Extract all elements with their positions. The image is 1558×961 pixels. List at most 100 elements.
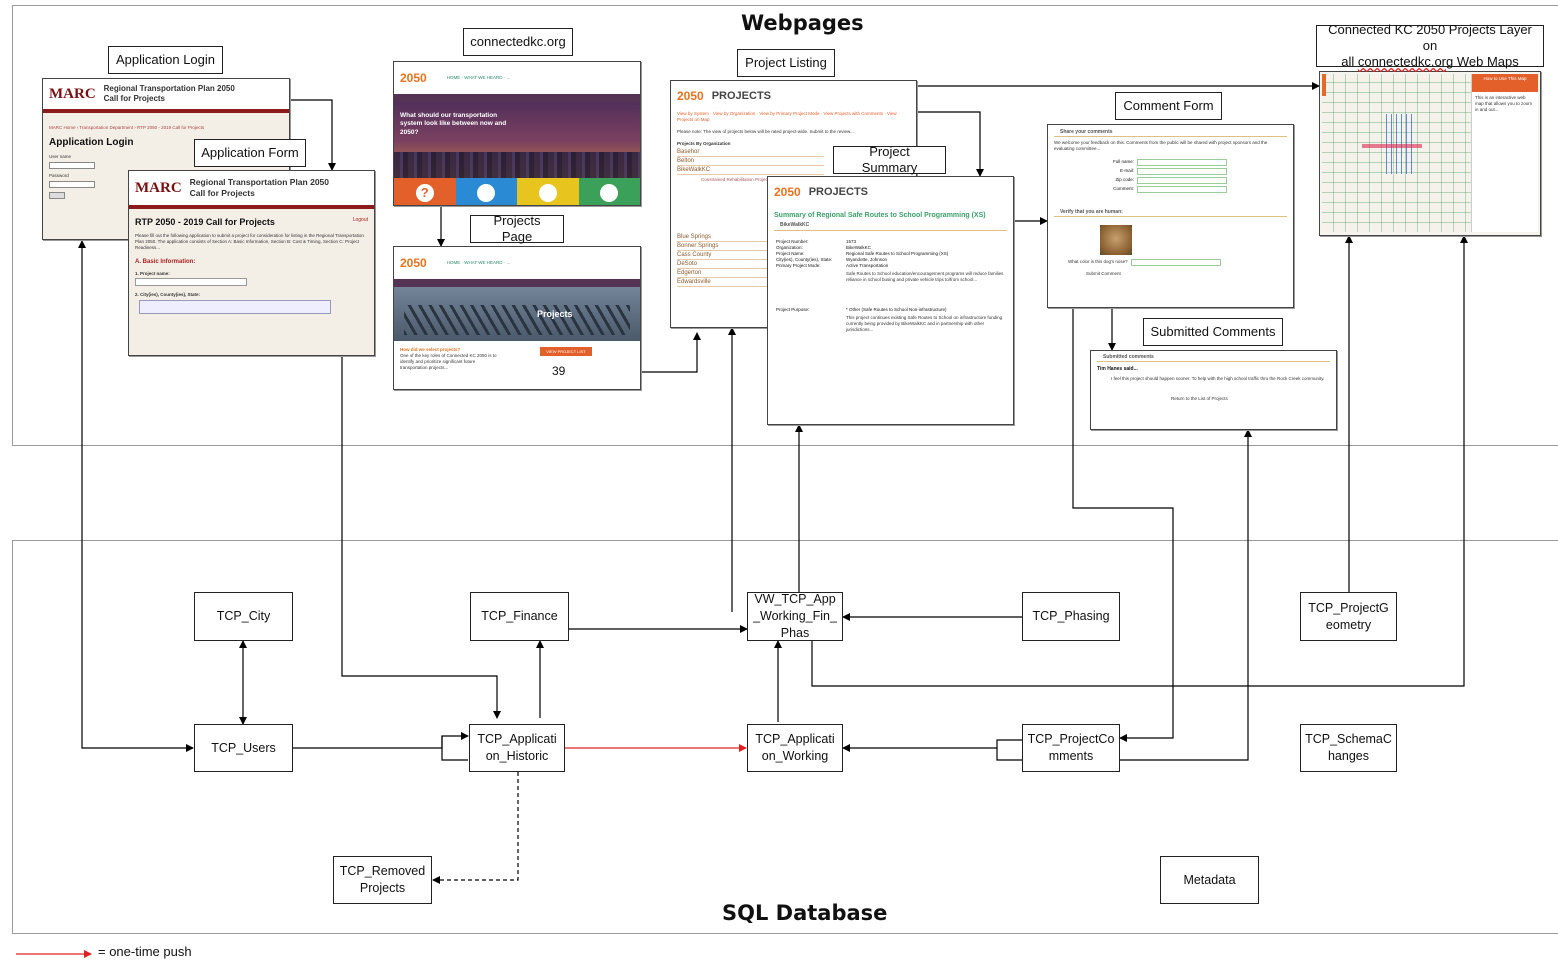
table-tcp-city: TCP_City <box>194 592 293 641</box>
connector-listing-summary <box>916 111 984 177</box>
summary-title: Summary of Regional Safe Routes to Schoo… <box>774 212 986 219</box>
connector-projectspage-listing <box>640 332 701 373</box>
comment-field-label: Full name: <box>1112 158 1134 164</box>
connector-historic-selfloop <box>441 736 468 761</box>
submitted-heading: Submitted comments <box>1097 351 1330 362</box>
login-title-line1: Regional Transportation Plan 2050 <box>103 84 235 94</box>
web-maps-label-line2: all connectedkc.org Web Maps <box>1341 54 1519 70</box>
comment-author: Tim Hanes said... <box>1097 366 1138 372</box>
comment-input[interactable] <box>1137 185 1227 193</box>
listing-heading: PROJECTS <box>711 90 771 102</box>
projects-hero-text: Projects <box>537 309 573 319</box>
password-input[interactable] <box>49 180 95 188</box>
login-heading: Application Login <box>49 136 134 148</box>
connectedkc-label: connectedkc.org <box>463 28 573 56</box>
connector-historic-removed <box>432 772 519 884</box>
table-tcp-users: TCP_Users <box>194 724 293 772</box>
chart-icon <box>600 183 619 202</box>
connectedkc-screenshot: 2050 HOME · WHAT WE HEARD · ... What sho… <box>393 61 641 206</box>
org-row[interactable]: Cass County <box>677 251 824 261</box>
legend: = one-time push <box>16 944 192 959</box>
form-marc-logo: MARC <box>135 179 182 196</box>
share-comments-heading: Share your comments <box>1054 125 1287 137</box>
verify-heading: Verify that you are human: <box>1054 195 1287 217</box>
submit-comment-button[interactable]: Submit Comment <box>1086 270 1121 276</box>
connector-comments-working <box>842 739 1022 752</box>
table-tcp-application-historic: TCP_Application_Historic <box>469 724 565 772</box>
city-county-input[interactable] <box>139 300 331 315</box>
form-title-line2: Call for Projects <box>189 188 255 198</box>
map-panel-title: How to Use This Map <box>1472 74 1538 92</box>
fullname-input[interactable] <box>1137 158 1227 166</box>
web-maps-label-line1: Connected KC 2050 Projects Layer on <box>1328 21 1532 53</box>
comment-form-label: Comment Form <box>1115 92 1222 120</box>
connector-users-login <box>78 240 194 752</box>
email-input[interactable] <box>1137 167 1227 175</box>
table-tcp-projectgeometry: TCP_ProjectGeometry <box>1300 592 1397 641</box>
table-tcp-schemachanges: TCP_SchemaChanges <box>1300 724 1397 772</box>
org-row[interactable]: Edgerton <box>677 269 824 279</box>
question-icon: ? <box>415 183 434 202</box>
table-tcp-removedprojects: TCP_RemovedProjects <box>333 856 432 904</box>
login-button[interactable] <box>49 191 65 199</box>
project-listing-label: Project Listing <box>737 49 835 77</box>
table-vw-tcp-app-working-fin-phas: VW_TCP_App_Working_Fin_Phas <box>747 592 843 641</box>
form-section-heading: A. Basic Information: <box>135 258 196 265</box>
table-tcp-finance: TCP_Finance <box>470 592 569 641</box>
application-login-label: Application Login <box>108 46 223 74</box>
connector-form-historic <box>341 356 501 719</box>
web-maps-label: Connected KC 2050 Projects Layer on all … <box>1316 21 1544 70</box>
listing-logo: 2050 <box>677 89 704 103</box>
summary-field: Organization:BikeWalkKC <box>776 245 871 251</box>
form-question-1: 1. Project name: <box>135 270 170 276</box>
org-row[interactable]: Bonner Springs <box>677 242 824 252</box>
org-row[interactable]: Basehor <box>677 148 824 158</box>
map-info-panel: How to Use This Map This is an interacti… <box>1471 74 1538 232</box>
table-tcp-phasing: TCP_Phasing <box>1022 592 1120 641</box>
summary-field: Project Number:1573 <box>776 239 857 245</box>
comment-field-label: E-mail: <box>1119 167 1134 173</box>
projects-page-screenshot: 2050 HOME · WHAT WE HEARD · ... Projects… <box>393 246 641 390</box>
comment-field-label: Comment: <box>1113 185 1134 191</box>
dog-captcha-image <box>1100 224 1132 255</box>
application-form-screenshot: MARC Regional Transportation Plan 2050 C… <box>128 170 375 356</box>
org-row[interactable]: Edwardsville <box>677 278 824 288</box>
org-row[interactable]: BikeWalkKC <box>677 166 824 176</box>
connector-vw-webmaps <box>811 235 1468 687</box>
summary-org: BikeWalkKC <box>774 222 1007 232</box>
projects-page-logo: 2050 <box>400 256 427 270</box>
connector-comments-submitted <box>1120 429 1252 761</box>
summary-logo: 2050 <box>774 185 801 199</box>
submitted-comments-screenshot: Submitted comments Tim Hanes said... I f… <box>1090 350 1337 430</box>
summary-field: Project Name:Regional Safe Routes to Sch… <box>776 251 949 257</box>
summary-field: Project Purpose:* Other (Safe Routes to … <box>776 307 947 313</box>
org-row[interactable]: Blue Springs <box>677 233 824 243</box>
tile-green[interactable] <box>578 178 640 205</box>
tile-orange[interactable]: ? <box>394 178 456 205</box>
connectedkc-hero-text: What should our transportation system lo… <box>400 112 507 136</box>
tile-yellow[interactable] <box>517 178 579 205</box>
application-form-label: Application Form <box>194 139 306 167</box>
tile-blue[interactable] <box>455 178 517 205</box>
view-project-list-button[interactable]: VIEW PROJECT LIST <box>540 347 592 356</box>
summary-heading: PROJECTS <box>808 186 868 198</box>
form-question-2: 2. City(ies), County(ies), State: <box>135 292 201 298</box>
submitted-comments-label: Submitted Comments <box>1143 318 1283 346</box>
project-name-input[interactable] <box>135 278 247 287</box>
form-heading: RTP 2050 - 2019 Call for Projects <box>135 217 275 227</box>
comment-form-screenshot: Share your comments We welcome your feed… <box>1047 124 1294 308</box>
org-row[interactable]: DeSoto <box>677 260 824 270</box>
zip-input[interactable] <box>1137 176 1227 184</box>
table-tcp-projectcomments: TCP_ProjectComments <box>1022 724 1120 772</box>
project-summary-screenshot: 2050 PROJECTS Summary of Regional Safe R… <box>767 176 1014 425</box>
map-canvas[interactable] <box>1322 74 1472 232</box>
back-to-list-link[interactable]: Return to the List of Projects <box>1171 395 1228 401</box>
table-metadata: Metadata <box>1160 856 1259 904</box>
web-map-screenshot: How to Use This Map This is an interacti… <box>1319 71 1541 236</box>
logout-link[interactable]: Logout <box>352 217 368 223</box>
captcha-input[interactable] <box>1130 258 1221 266</box>
org-row[interactable]: Belton <box>677 157 824 167</box>
connector-comments-loop <box>996 748 1022 761</box>
username-input[interactable] <box>49 161 95 169</box>
